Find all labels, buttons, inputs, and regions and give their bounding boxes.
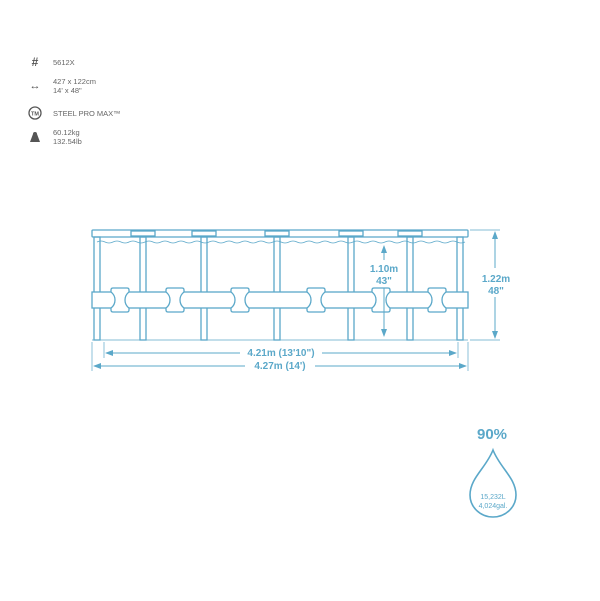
weight-lb: 132.54lb [53,137,82,146]
hash-icon: # [31,55,39,69]
capacity-gallons: 4,024gal. [479,503,508,510]
size-imperial: 14' x 48" [53,86,82,95]
weight-kg: 60.12kg [53,128,80,137]
frame-type: STEEL PRO MAX™ [53,108,121,118]
size-metric: 427 x 122cm [53,77,96,86]
fill-percent: 90% [477,426,507,443]
weight-icon [26,131,44,143]
spec-model: # 5612X [26,55,75,69]
wall-height-in: 48" [488,286,504,297]
capacity-liters: 15,232L [480,494,505,501]
water-height-m: 1.10m [370,264,398,275]
dimension-lines [91,229,500,371]
outer-diameter: 4.27m (14') [254,361,305,372]
wall-height-m: 1.22m [482,274,510,285]
capacity-drop: 90% 15,232L 4,024gal. [469,426,517,518]
trademark-icon: TM [26,106,44,120]
inner-diameter: 4.21m (13'10") [247,348,314,359]
svg-text:TM: TM [31,111,39,117]
double-arrow-icon: ↔ [29,79,41,92]
pool-frame [91,229,469,341]
spec-frame: TM STEEL PRO MAX™ [26,106,121,120]
water-height-in: 43" [376,276,392,287]
water-drop-icon [469,447,517,518]
model-number: 5612X [53,58,75,67]
